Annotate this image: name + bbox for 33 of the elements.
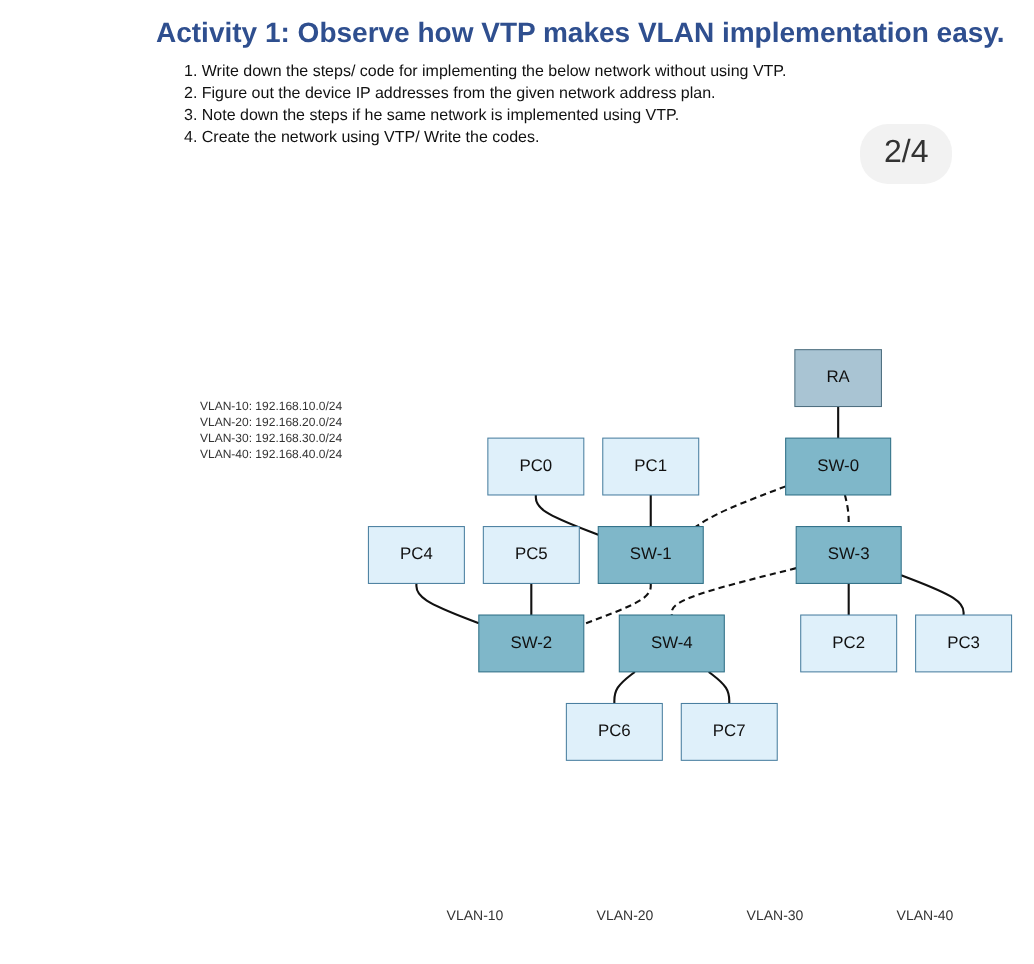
instruction-text: 4. Create the network using VTP/ Write the codes. <box>184 126 542 148</box>
node-box: PC3 <box>915 614 1013 673</box>
node-box: SW-4 <box>618 614 725 673</box>
heading: Activity 1: Observe how VTP makes VLAN implementation easy. <box>156 16 1005 48</box>
connector <box>613 671 636 704</box>
page-indicator: 2/4 <box>860 124 953 184</box>
node-box: PC6 <box>565 702 663 761</box>
node-box: PC7 <box>680 702 778 761</box>
node-box: SW-3 <box>795 526 902 584</box>
connector <box>847 583 850 615</box>
node-box: SW-0 <box>785 437 892 496</box>
connector <box>843 494 850 527</box>
node-box: PC1 <box>602 437 700 496</box>
connector <box>649 495 652 527</box>
connector <box>900 574 965 615</box>
node-box: PC2 <box>800 614 898 673</box>
node-box: SW-2 <box>478 614 585 673</box>
connector <box>695 485 787 528</box>
node-box: RA <box>794 349 882 408</box>
instruction-text: 2. Figure out the device IP addresses from the given network address plan. <box>184 82 718 104</box>
connector <box>837 406 840 439</box>
connector <box>670 567 797 616</box>
instruction-text: 3. Note down the steps if he same network is implemented using VTP. <box>184 104 682 126</box>
connector <box>534 494 599 536</box>
instruction-text: 1. Write down the steps/ code for implementing the below network without using VTP. <box>184 60 787 82</box>
connector <box>583 583 652 625</box>
connector <box>530 583 533 615</box>
node-box: PC0 <box>487 437 585 496</box>
node-box: SW-1 <box>597 526 704 584</box>
connector <box>415 583 480 625</box>
node-box: PC5 <box>482 526 580 584</box>
connector <box>708 671 731 704</box>
node-box: PC4 <box>367 526 465 584</box>
